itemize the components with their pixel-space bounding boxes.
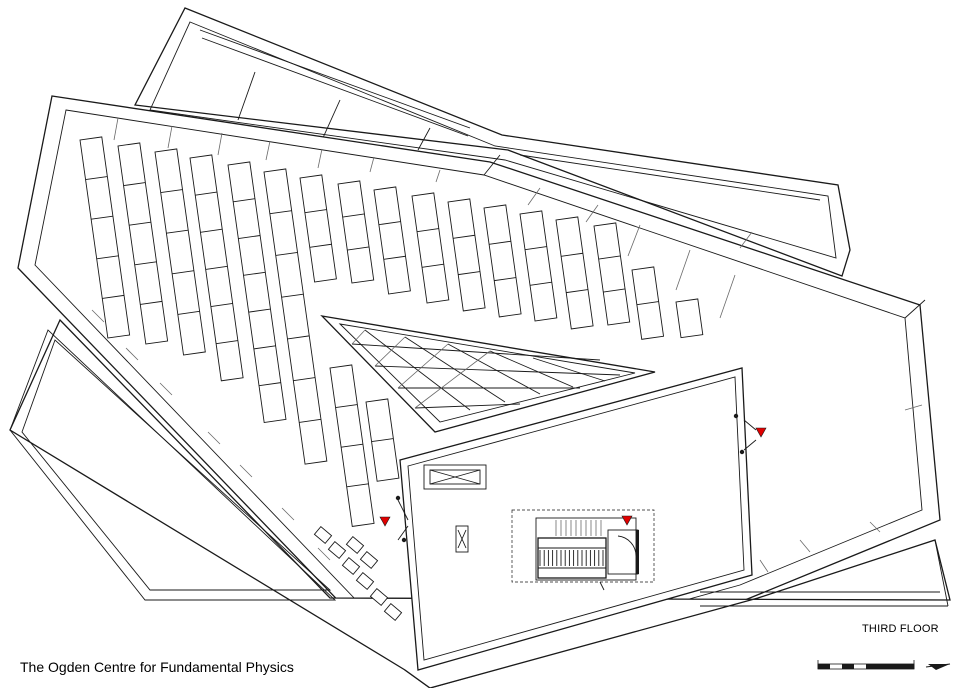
desk-row [519,210,558,322]
desk-row [227,161,287,423]
desk-row [631,266,665,340]
desk-row [675,298,704,339]
desk-row [154,148,206,356]
desk-row [365,398,400,482]
desk-row [263,168,328,465]
desk-row [593,222,631,326]
desk-row [373,186,411,295]
exit-marker-icon [379,516,391,527]
core-room [395,367,757,671]
desk-rows [79,136,704,527]
desk-row [337,180,375,284]
desk-row [329,364,375,527]
desk-row [299,174,337,283]
floor-label: THIRD FLOOR [862,623,939,635]
desk-row [483,204,522,318]
desk-row [411,192,450,304]
desk-row [447,198,486,312]
exit-marker-icons [379,427,767,527]
scale-bar-icon [817,660,915,670]
building-title: The Ogden Centre for Fundamental Physics [20,659,294,675]
desk-row [555,216,594,330]
triangular-skylight [320,315,656,433]
exit-marker-icon [621,515,633,526]
stair-core [511,509,655,591]
desk-row [117,142,169,345]
desk-row [79,136,131,339]
lower-carrels [313,526,403,621]
exit-marker-icon [755,427,767,438]
desk-row [189,154,244,382]
north-arrow-icon [925,663,951,670]
upper-terrace-slab [133,7,851,277]
